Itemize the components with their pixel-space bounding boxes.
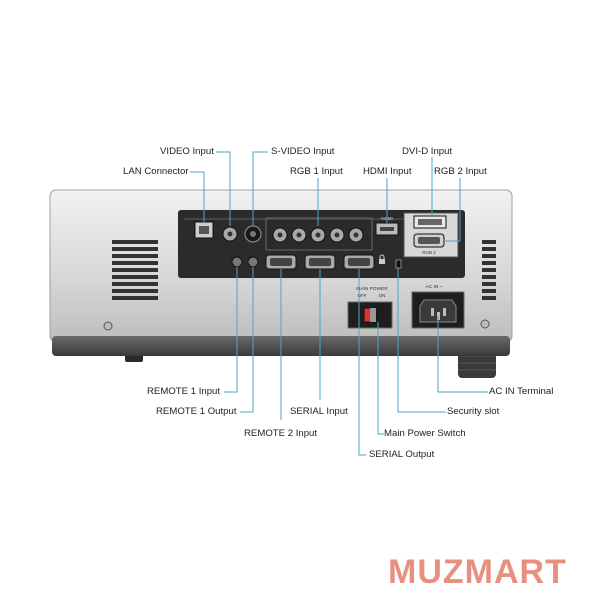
label-svideo-input: S-VIDEO Input — [271, 146, 335, 157]
watermark-logo: MUZMART — [388, 553, 567, 591]
remote1-out-jack-icon — [247, 256, 259, 268]
screw-left-icon — [103, 321, 113, 331]
label-main-power-switch: Main Power Switch — [384, 428, 466, 439]
screw-right-icon — [480, 319, 490, 329]
label-remote1-input: REMOTE 1 Input — [147, 386, 221, 397]
off-panel-label: OFF — [358, 293, 367, 298]
label-rgb2-input: RGB 2 Input — [434, 166, 487, 177]
remote1-in-jack-icon — [231, 256, 243, 268]
on-panel-label: ON — [379, 293, 386, 298]
label-security-slot: Security slot — [447, 406, 500, 417]
label-hdmi-input: HDMI Input — [363, 166, 412, 177]
label-ac-in-terminal: AC IN Terminal — [489, 386, 554, 397]
right-foot — [458, 350, 496, 378]
main-power-panel-label: MAIN POWER — [356, 286, 388, 292]
security-slot-icon — [395, 259, 402, 269]
rgb2-panel-label: RGB 2 — [422, 250, 436, 255]
label-dvid-input: DVI-D Input — [402, 146, 453, 157]
label-serial-output: SERIAL Output — [369, 449, 435, 460]
label-remote1-output: REMOTE 1 Output — [156, 406, 237, 417]
label-serial-input: SERIAL Input — [290, 406, 348, 417]
ac-in-panel-label: AC IN ~ — [426, 284, 443, 290]
label-lan-connector: LAN Connector — [123, 166, 189, 177]
leader-lines — [190, 151, 488, 456]
label-remote2-input: REMOTE 2 Input — [244, 428, 318, 439]
left-vent — [112, 240, 158, 300]
label-rgb1-input: RGB 1 Input — [290, 166, 343, 177]
lock-icon — [379, 259, 385, 264]
label-video-input: VIDEO Input — [160, 146, 214, 157]
rgb1-jacks-icon — [272, 227, 364, 243]
right-vent — [482, 240, 496, 300]
